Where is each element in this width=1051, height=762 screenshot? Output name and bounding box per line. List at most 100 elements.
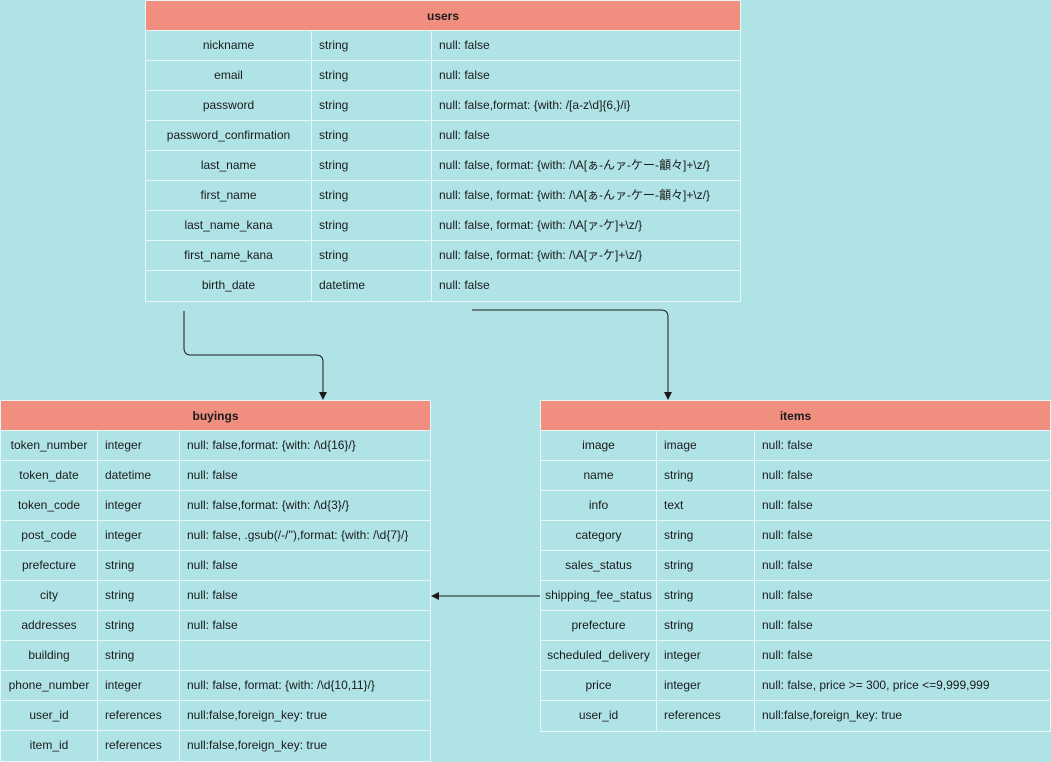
buyings-field-name: phone_number [1,671,98,700]
buyings-field-name: token_date [1,461,98,490]
items-field-options: null: false [762,498,813,512]
users-field-options: null: false,format: {with: /[a-z\d]{6,}/… [439,98,631,112]
buyings-field-type: integer [98,491,180,520]
users-field-name: email [146,61,312,90]
items-field-options: null: false, price >= 300, price <=9,999… [762,678,990,692]
users-field-options: null: false [439,278,490,292]
items-field-type: string [657,611,755,640]
items-table-title: items [541,401,1050,431]
items-field-name: user_id [541,701,657,731]
users-field-name: last_name_kana [146,211,312,240]
buyings-field-options: null: false [187,558,238,572]
buyings-field-name: item_id [1,731,98,761]
buyings-field-options: null:false,foreign_key: true [187,708,328,722]
items-field-type: integer [657,671,755,700]
buyings-field-options: null: false [187,618,238,632]
buyings-field-options: null: false,format: {with: /\d{3}/} [187,498,350,512]
items-field-options: null: false [762,558,813,572]
items-field-options: null: false [762,438,813,452]
buyings-field-name: building [1,641,98,670]
users-table-title: users [146,1,740,31]
buyings-field-name: token_number [1,431,98,460]
users-field-options: null: false, format: {with: /\A[ァ-ケ]+\z/… [439,218,643,232]
users-field-name: password [146,91,312,120]
buyings-field-options: null: false, .gsub(/-/''),format: {with:… [187,528,409,542]
items-field-name: category [541,521,657,550]
buyings-field-type: integer [98,521,180,550]
users-field-name: first_name [146,181,312,210]
items-field-type: integer [657,641,755,670]
users-field-options: null: false [439,128,490,142]
buyings-field-options: null: false, format: {with: /\d{10,11}/} [187,678,375,692]
users-field-name: password_confirmation [146,121,312,150]
buyings-field-type: string [98,641,180,670]
buyings-field-type: references [98,731,180,761]
users-field-type: string [312,61,432,90]
buyings-field-options: null: false [187,468,238,482]
users-field-type: string [312,181,432,210]
users-field-name: birth_date [146,271,312,301]
items-field-options: null: false [762,468,813,482]
users-field-type: string [312,91,432,120]
buyings-field-name: user_id [1,701,98,730]
users-field-type: string [312,241,432,270]
items-field-options: null: false [762,528,813,542]
users-field-type: string [312,121,432,150]
items-field-options: null: false [762,648,813,662]
buyings-field-type: string [98,551,180,580]
items-field-name: prefecture [541,611,657,640]
items-field-name: scheduled_delivery [541,641,657,670]
users-field-type: string [312,151,432,180]
items-field-type: image [657,431,755,460]
items-field-type: string [657,551,755,580]
items-field-type: string [657,581,755,610]
buyings-field-type: string [98,611,180,640]
users-field-options: null: false, format: {with: /\A[ぁ-んァ-ケー-… [439,188,711,202]
buyings-field-type: integer [98,431,180,460]
users-field-type: string [312,211,432,240]
buyings-field-options: null: false,format: {with: /\d{16}/} [187,438,356,452]
buyings-field-name: addresses [1,611,98,640]
items-field-name: sales_status [541,551,657,580]
buyings-field-options: null: false [187,588,238,602]
buyings-field-name: prefecture [1,551,98,580]
connector-users-to-buyings [183,311,327,400]
buyings-field-type: datetime [98,461,180,490]
items-field-name: price [541,671,657,700]
items-field-type: string [657,461,755,490]
users-field-options: null: false, format: {with: /\A[ァ-ケ]+\z/… [439,248,643,262]
items-field-type: string [657,521,755,550]
items-field-name: image [541,431,657,460]
buyings-field-options [180,641,430,670]
items-field-options: null: false [762,588,813,602]
users-field-options: null: false, format: {with: /\A[ぁ-んァ-ケー-… [439,158,711,172]
users-field-options: null: false [439,38,490,52]
items-field-type: references [657,701,755,731]
